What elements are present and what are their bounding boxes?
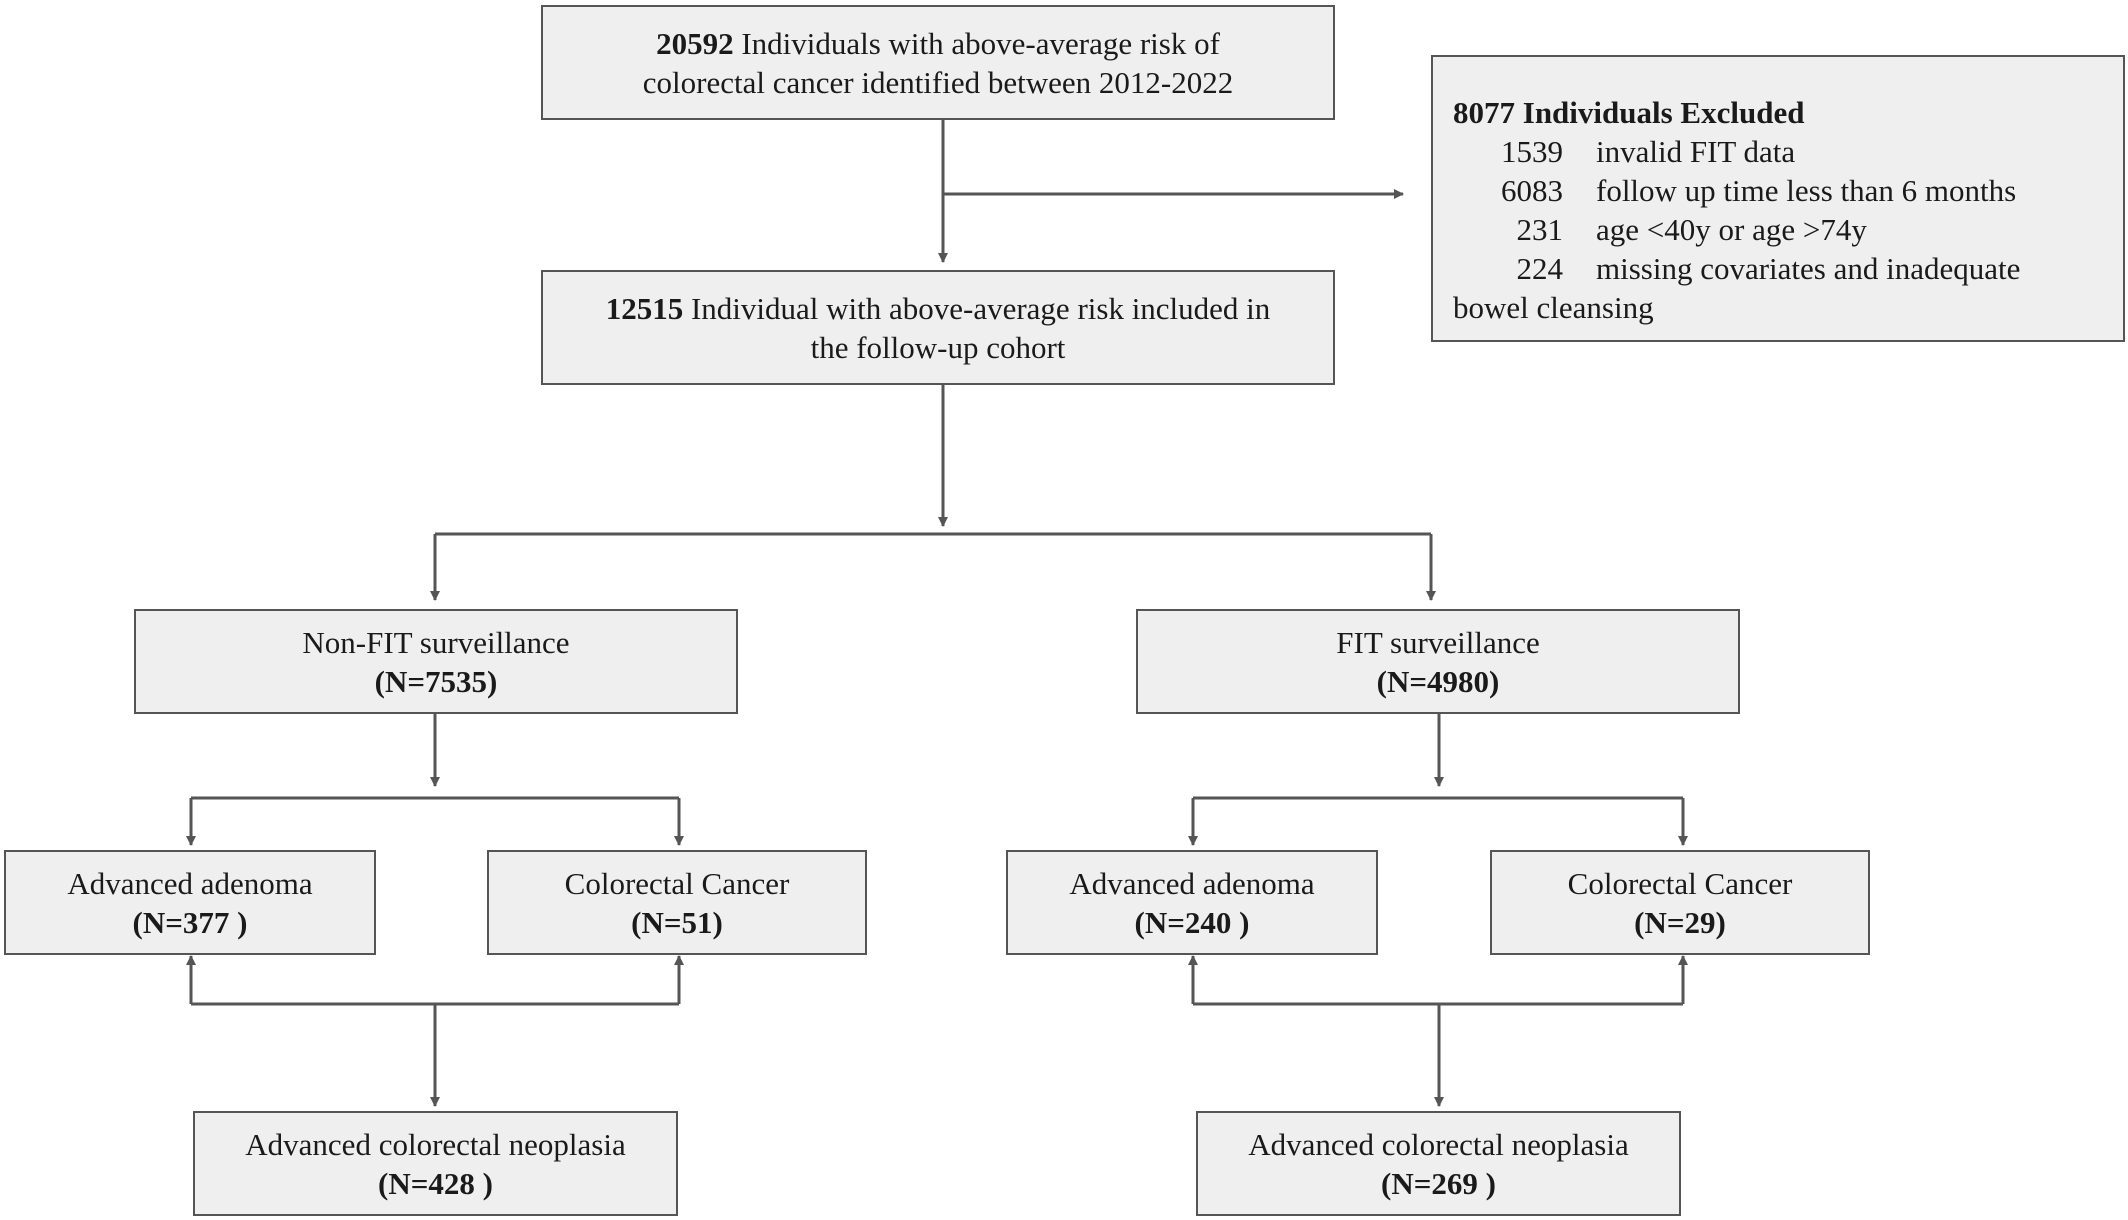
fit-adenoma-n: (N=240 ) — [1134, 904, 1250, 940]
non-fit-adenoma-box: Advanced adenoma (N=377 ) — [4, 850, 376, 955]
cohort-box: 12515 Individual with above-average risk… — [541, 270, 1335, 385]
non-fit-n: (N=7535) — [374, 663, 498, 699]
non-fit-box: Non-FIT surveillance (N=7535) — [134, 609, 738, 714]
excluded-item: 224 missing covariates and inadequate — [1453, 249, 2123, 288]
excluded-continuation: bowel cleansing — [1453, 290, 1654, 325]
excluded-item: 231 age <40y or age >74y — [1453, 210, 2123, 249]
cohort-count: 12515 — [605, 290, 684, 326]
non-fit-adenoma-n: (N=377 ) — [132, 904, 248, 940]
fit-neoplasia-label: Advanced colorectal neoplasia — [1248, 1126, 1629, 1162]
non-fit-cancer-label: Colorectal Cancer — [564, 865, 790, 901]
excluded-reason: missing covariates and inadequate — [1596, 251, 2021, 286]
excluded-box: 8077 Individuals Excluded 1539 invalid FI… — [1431, 55, 2125, 342]
identified-count: 20592 — [656, 25, 734, 61]
identified-text1: Individuals with above-average risk of — [733, 25, 1220, 61]
fit-cancer-n: (N=29) — [1634, 904, 1726, 940]
identified-box: 20592 Individuals with above-average ris… — [541, 5, 1335, 120]
excluded-item: 6083 follow up time less than 6 months — [1453, 171, 2123, 210]
excluded-reason: invalid FIT data — [1596, 134, 1796, 169]
excluded-reason: age <40y or age >74y — [1596, 212, 1867, 247]
cohort-line1: 12515 Individual with above-average risk… — [606, 289, 1271, 328]
fit-box: FIT surveillance (N=4980) — [1136, 609, 1740, 714]
excluded-count: 1539 — [1501, 134, 1563, 169]
non-fit-label: Non-FIT surveillance — [302, 624, 570, 660]
fit-neoplasia-box: Advanced colorectal neoplasia (N=269 ) — [1196, 1111, 1681, 1216]
fit-neoplasia-n: (N=269 ) — [1381, 1165, 1496, 1201]
identified-line1: 20592 Individuals with above-average ris… — [656, 24, 1220, 63]
excluded-title: 8077 Individuals Excluded — [1453, 95, 1805, 130]
non-fit-neoplasia-box: Advanced colorectal neoplasia (N=428 ) — [193, 1111, 678, 1216]
fit-n: (N=4980) — [1376, 663, 1500, 699]
fit-adenoma-box: Advanced adenoma (N=240 ) — [1006, 850, 1378, 955]
cohort-line2: the follow-up cohort — [810, 329, 1066, 365]
non-fit-neoplasia-label: Advanced colorectal neoplasia — [245, 1126, 626, 1162]
identified-line2: colorectal cancer identified between 201… — [642, 64, 1234, 100]
non-fit-adenoma-label: Advanced adenoma — [67, 865, 313, 901]
excluded-count: 6083 — [1501, 173, 1563, 208]
fit-cancer-label: Colorectal Cancer — [1567, 865, 1793, 901]
non-fit-cancer-box: Colorectal Cancer (N=51) — [487, 850, 867, 955]
non-fit-cancer-n: (N=51) — [631, 904, 723, 940]
excluded-count: 231 — [1516, 212, 1564, 247]
non-fit-neoplasia-n: (N=428 ) — [378, 1165, 493, 1201]
fit-label: FIT surveillance — [1336, 624, 1540, 660]
excluded-count: 224 — [1516, 251, 1564, 286]
fit-cancer-box: Colorectal Cancer (N=29) — [1490, 850, 1870, 955]
fit-adenoma-label: Advanced adenoma — [1069, 865, 1315, 901]
excluded-reason: follow up time less than 6 months — [1596, 173, 2017, 208]
excluded-item: 1539 invalid FIT data — [1453, 132, 2123, 171]
cohort-text1: Individual with above-average risk inclu… — [683, 290, 1271, 326]
